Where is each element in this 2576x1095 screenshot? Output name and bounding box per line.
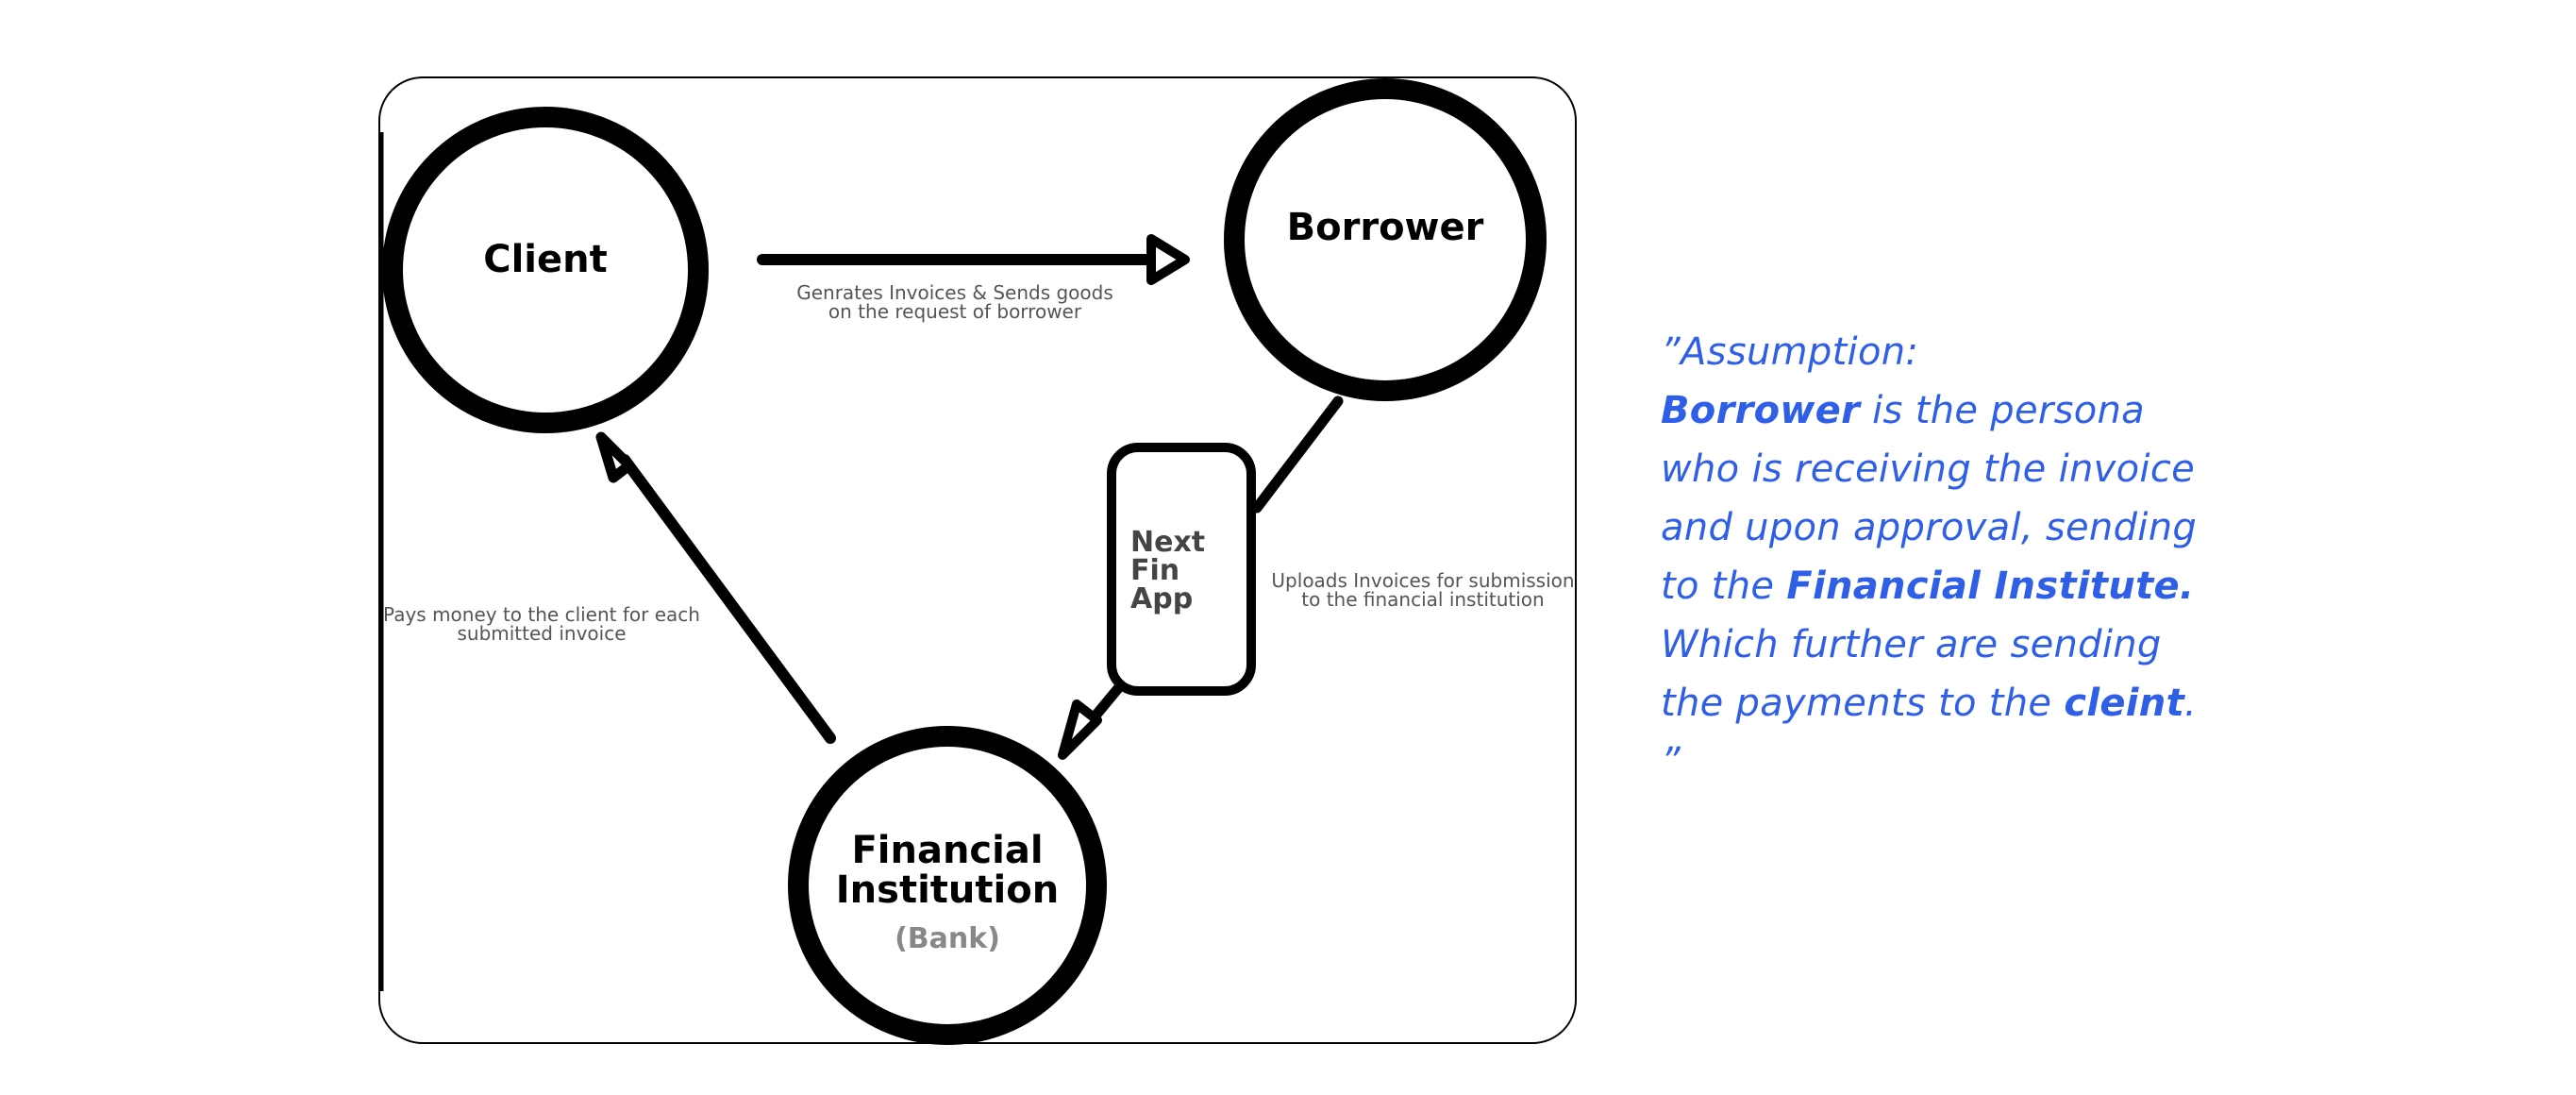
assumption-note: ”Assumption: Borrower is the persona who… [1661,323,2510,791]
note-cleint: cleint [2064,682,2184,725]
next-fin-app-node: Next Fin App [1107,443,1256,696]
note-line-5: to the Financial Institute. [1661,557,2510,615]
note-line-1: ”Assumption: [1661,330,1919,374]
arrowhead-bank [1058,699,1102,760]
financial-sublabel: (Bank) [895,922,1000,955]
app-label-line2: Fin [1130,554,1179,587]
note-borrower: Borrower [1661,389,1861,432]
note-line-7-post: . [2184,682,2198,725]
note-line-2: Borrower is the persona [1661,381,2510,440]
client-node: Client [382,107,709,433]
edge-label-client-borrower-1: Genrates Invoices & Sends goods [796,281,1113,304]
app-label-line3: App [1130,582,1193,615]
borrower-label: Borrower [1287,206,1484,249]
note-line-7: the payments to the cleint. [1661,674,2510,733]
note-line-6: Which further are sending [1661,623,2162,666]
arrowhead-client [595,431,635,483]
note-line-7-pre: the payments to the [1661,682,2065,725]
arrowhead-borrower [1146,234,1190,285]
note-close-quote: ” [1661,740,1681,783]
edge-borrower-to-bank [1058,396,1344,760]
app-label-line1: Next [1130,526,1205,559]
edge-label-bank-client-2: submitted invoice [457,622,626,645]
client-label: Client [483,238,608,281]
financial-institution-node: Financial Institution (Bank) [788,726,1107,1045]
note-line-2-rest: is the persona [1860,389,2145,432]
note-line-3: who is receiving the invoice [1661,447,2196,491]
financial-label-line1: Financial [851,829,1043,872]
note-financial-institute: Financial Institute. [1786,564,2195,608]
edge-client-to-borrower [757,234,1190,285]
edge-label-borrower-bank-2: to the financial institution [1301,588,1544,611]
edge-label-borrower-bank-1: Uploads Invoices for submission [1271,569,1574,592]
edge-label-bank-client-1: Pays money to the client for each [383,603,700,626]
edge-label-client-borrower-2: on the request of borrower [828,300,1082,323]
note-line-4: and upon approval, sending [1661,506,2198,549]
financial-label-line2: Institution [836,868,1059,912]
borrower-node: Borrower [1224,78,1547,401]
edge-bank-to-client [595,431,836,744]
note-line-5-pre: to the [1661,564,1787,608]
